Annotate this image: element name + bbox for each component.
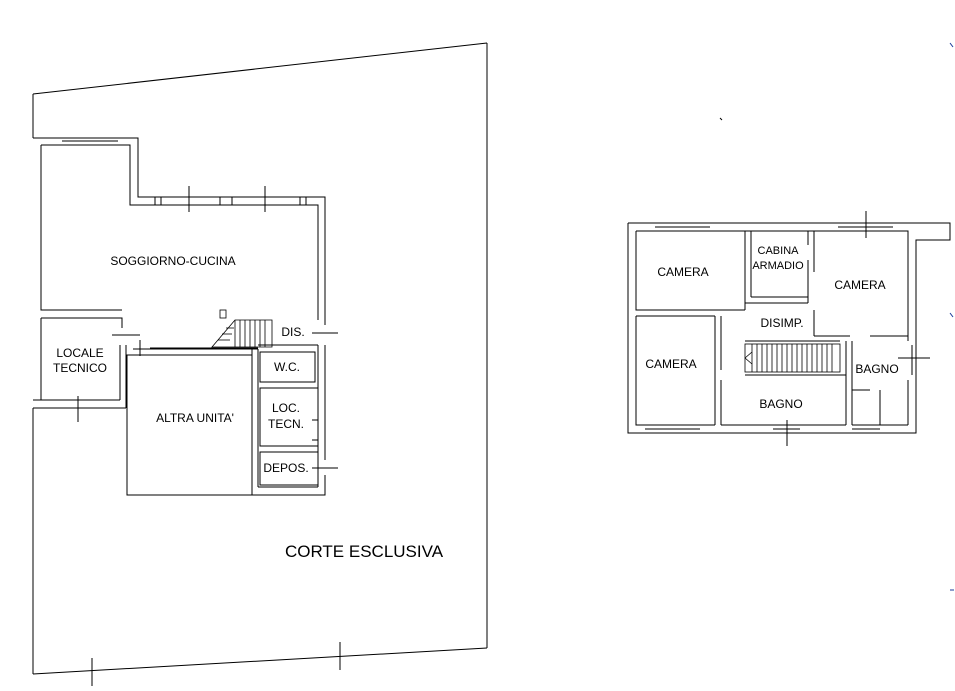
first-floor-openings	[719, 117, 930, 446]
room-label-armadio: ARMADIO	[752, 260, 804, 272]
room-label-camera-top-right: CAMERA	[834, 278, 885, 292]
room-label-loc: LOC.	[272, 401, 300, 415]
first-floor-stairs	[744, 343, 841, 373]
room-label-bagno-large: BAGNO	[759, 397, 802, 411]
room-label-tecn: TECN.	[268, 417, 304, 431]
edge-marks	[949, 42, 954, 591]
room-label-wc: W.C.	[274, 360, 300, 374]
plot-boundary	[32, 42, 488, 686]
ground-floor-walls	[33, 137, 326, 496]
room-label-locale: LOCALE	[56, 346, 103, 360]
room-label-tecnico: TECNICO	[53, 361, 107, 375]
room-label-camera-bottom-left: CAMERA	[645, 357, 696, 371]
room-label-altra-unita: ALTRA UNITA'	[156, 411, 234, 425]
room-label-bagno-small: BAGNO	[855, 362, 898, 376]
ground-floor-stairs	[211, 309, 273, 348]
ground-floor-openings	[77, 186, 338, 469]
courtyard-label: CORTE ESCLUSIVA	[285, 542, 444, 561]
room-label-dis: DIS.	[281, 325, 304, 339]
room-label-soggiorno-cucina: SOGGIORNO-CUCINA	[110, 254, 235, 268]
first-floor-walls	[627, 222, 951, 434]
room-label-camera-top-left: CAMERA	[657, 265, 708, 279]
room-label-cabina: CABINA	[758, 245, 800, 257]
room-label-depos: DEPOS.	[263, 461, 308, 475]
room-label-disimp: DISIMP.	[760, 316, 803, 330]
